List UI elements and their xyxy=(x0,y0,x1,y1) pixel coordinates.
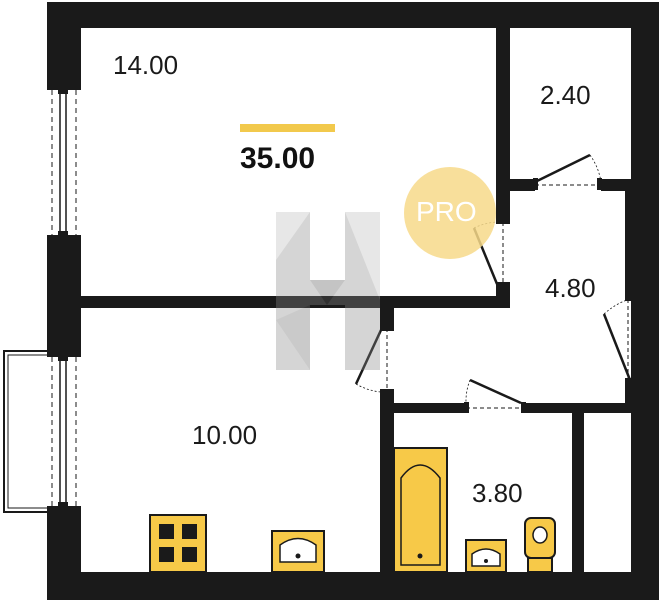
door-bathroom xyxy=(464,378,526,413)
watermark-logo xyxy=(276,212,380,370)
toilet-icon xyxy=(524,517,556,573)
door-entrance xyxy=(602,296,637,383)
door-pantry xyxy=(533,153,602,190)
pro-badge-circle xyxy=(404,167,496,259)
window-top xyxy=(47,89,81,236)
room-area-bathroom: 3.80 xyxy=(472,478,523,508)
room-area-hall: 4.80 xyxy=(545,273,596,303)
room-area-pantry: 2.40 xyxy=(540,80,591,110)
door-kitchen xyxy=(354,326,394,394)
pro-badge-label: PRO xyxy=(416,196,477,227)
outer-walls xyxy=(47,2,659,600)
balcony xyxy=(3,350,47,513)
total-area: 35.00 xyxy=(240,142,316,175)
bathroom-sink-icon xyxy=(465,539,507,573)
interior-walls xyxy=(81,28,631,572)
bathtub-icon xyxy=(393,447,448,573)
window-bottom xyxy=(47,356,81,507)
stove-icon xyxy=(149,514,207,573)
room-area-kitchen: 10.00 xyxy=(192,420,258,450)
room-area-living: 14.00 xyxy=(113,50,179,80)
total-area-accent xyxy=(240,124,335,132)
kitchen-sink-icon xyxy=(271,530,325,573)
